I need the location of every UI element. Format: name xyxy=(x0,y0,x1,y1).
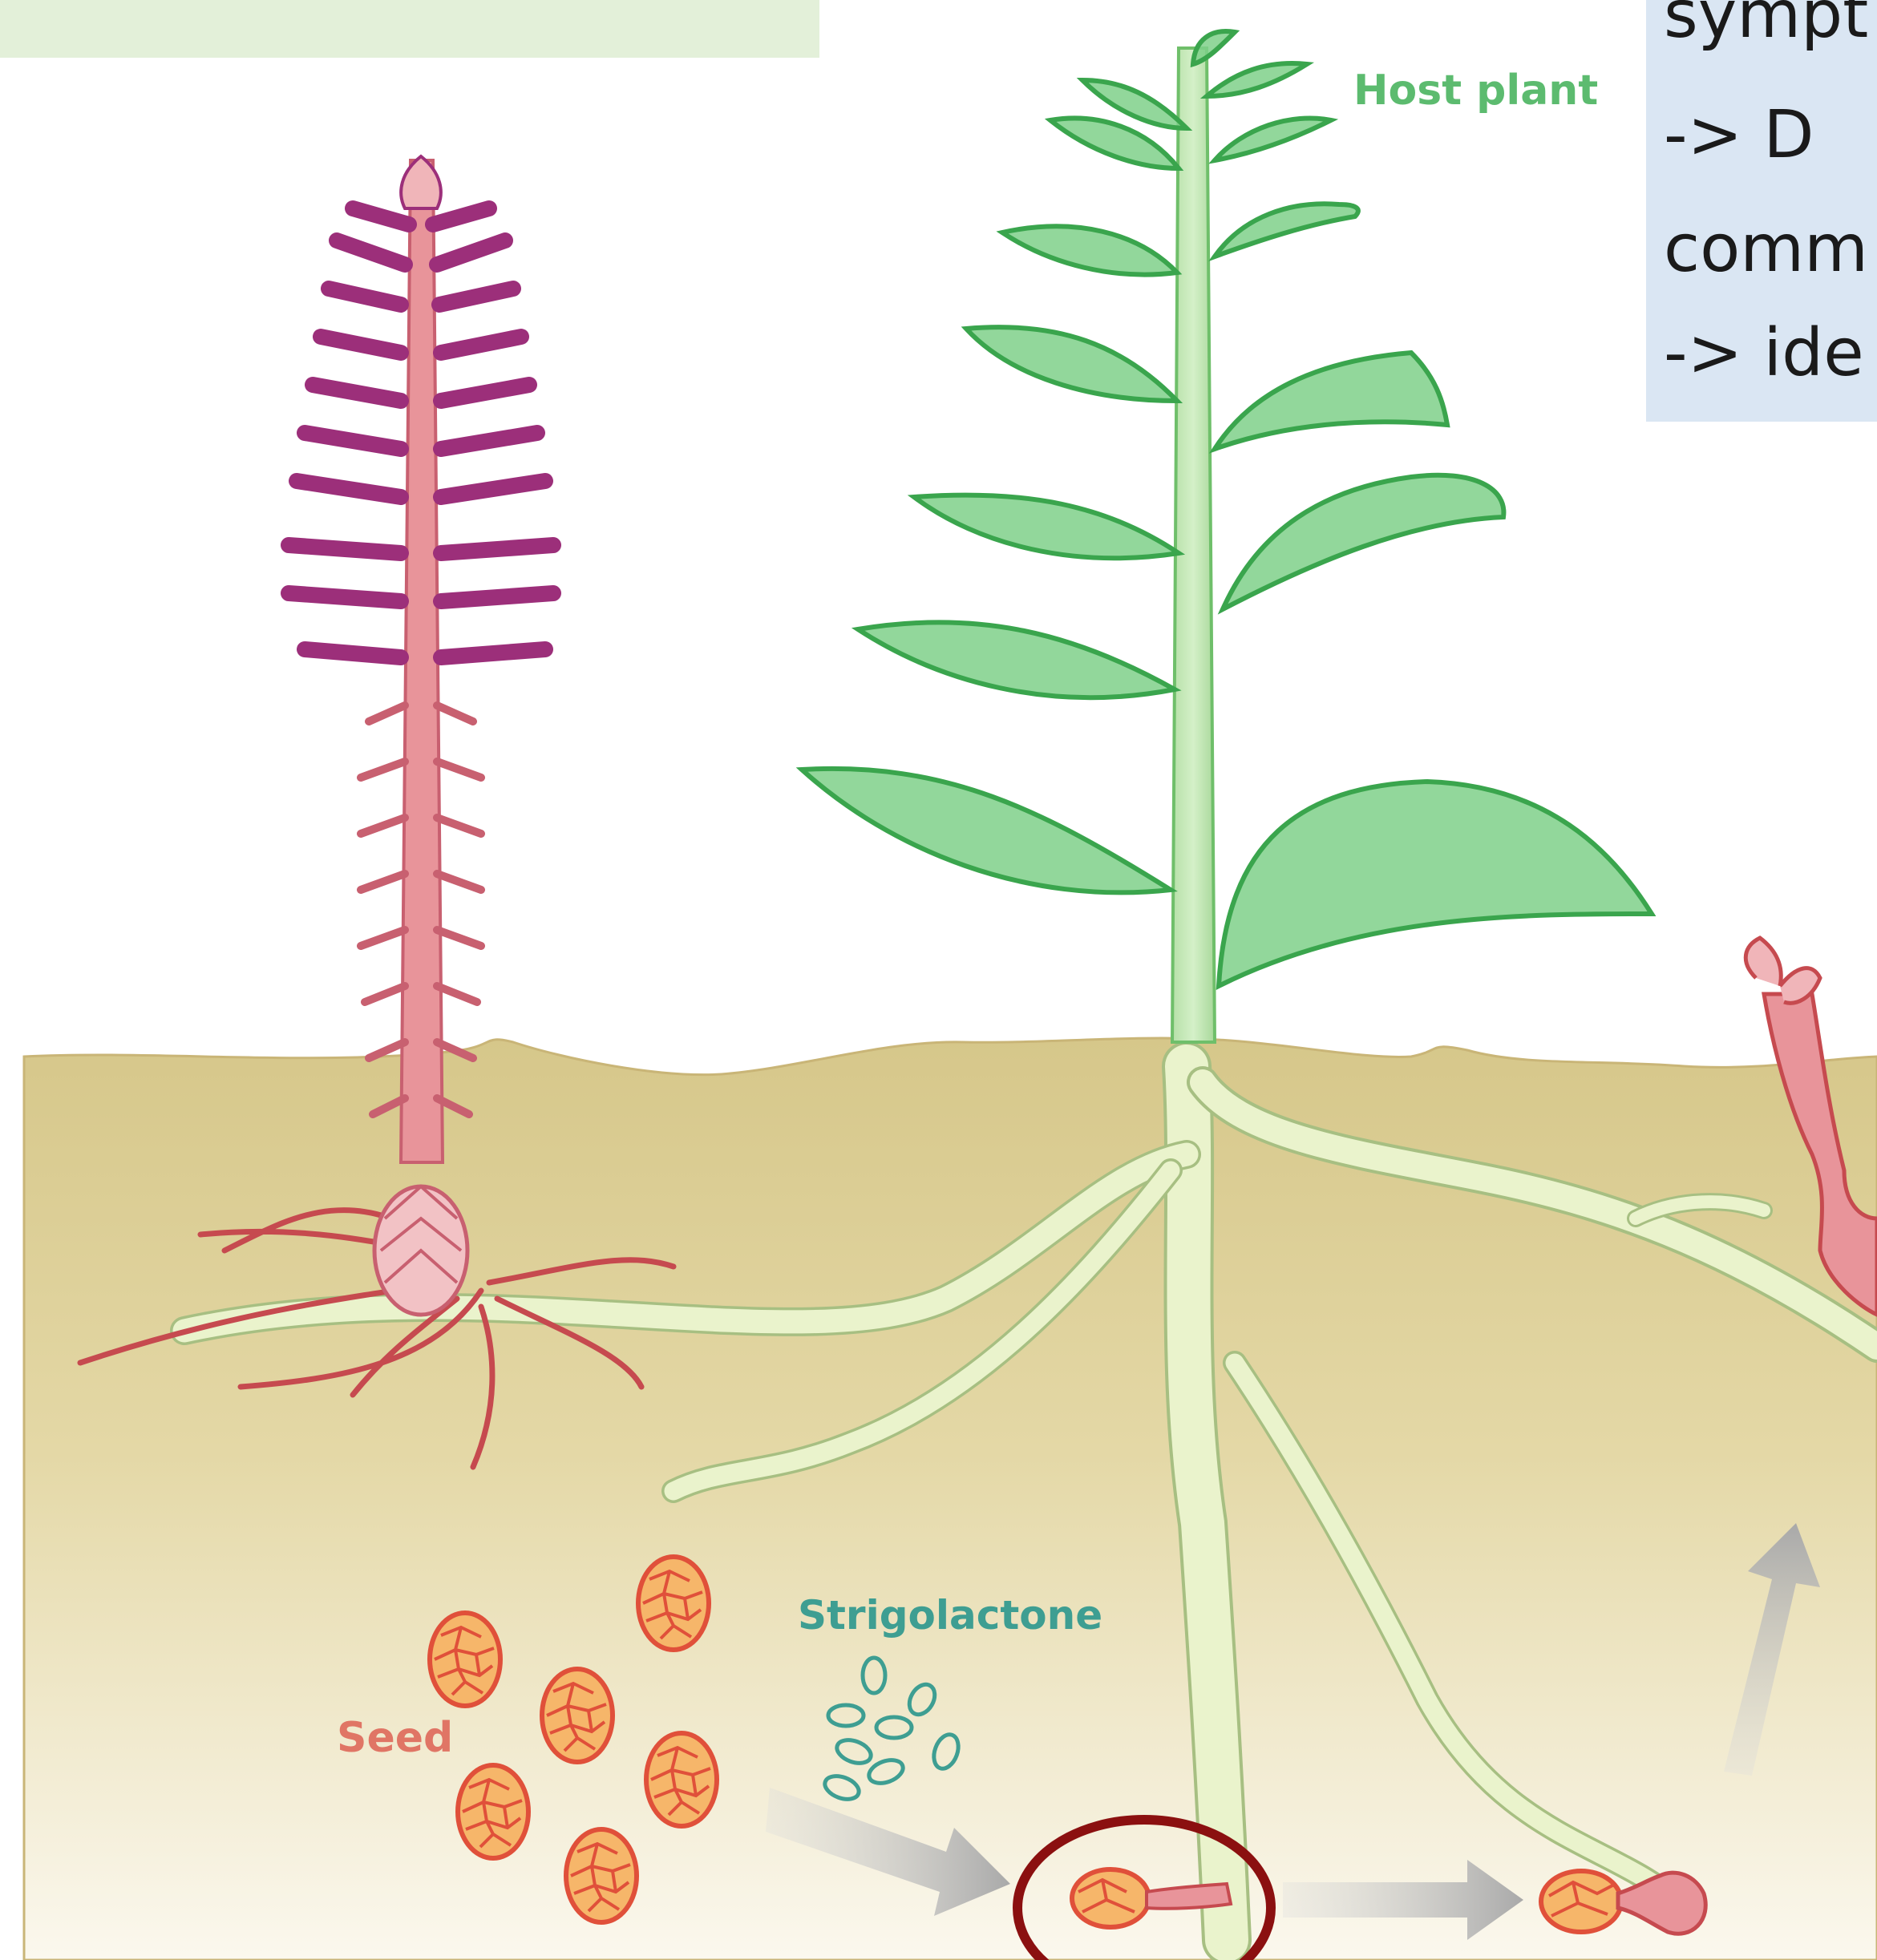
notes-text-box: sympt -> D comm -> ide xyxy=(1646,0,1877,422)
notes-line-2: -> D xyxy=(1664,103,1814,168)
notes-line-3: comm xyxy=(1664,216,1868,282)
seed-label: Seed xyxy=(337,1714,453,1762)
notes-line-1: sympt xyxy=(1664,0,1868,48)
notes-line-4: -> ide xyxy=(1664,321,1864,386)
host-plant-label: Host plant xyxy=(1353,67,1598,115)
top-title-band xyxy=(0,0,819,58)
strigolactone-label: Strigolactone xyxy=(798,1592,1102,1639)
soil xyxy=(24,1038,1877,1960)
host-stem xyxy=(1172,48,1215,1042)
host-leaves xyxy=(802,31,1652,986)
